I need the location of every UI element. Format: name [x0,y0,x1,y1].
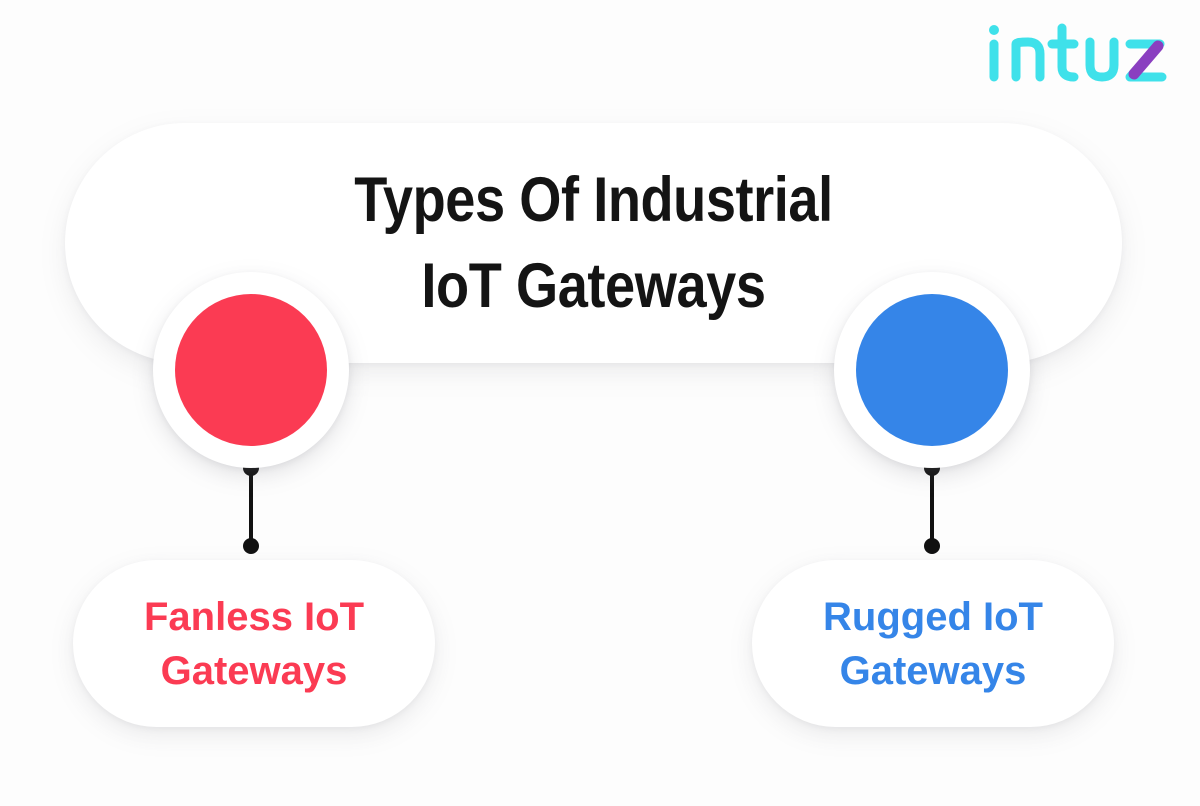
label-text-fanless: Fanless IoT Gateways [143,594,365,693]
connector-cap-bottom-icon [243,538,259,554]
connector-cap-bottom-icon [924,538,940,554]
page-title: Types Of Industrial IoT Gateways [354,165,833,321]
label-card-fanless[interactable]: Fanless IoT Gateways [73,560,435,727]
intuz-logo-accent-stroke [1128,40,1164,80]
node-fanless[interactable] [153,272,349,468]
connector-fanless [243,460,259,556]
connector-line [249,468,253,548]
node-marker-fanless [175,294,327,446]
connector-line [930,468,934,548]
intuz-logo [982,20,1172,88]
intuz-logo-dot [989,25,999,35]
label-text-rugged: Rugged IoT Gateways [823,594,1043,693]
node-marker-rugged [856,294,1008,446]
node-rugged[interactable] [834,272,1030,468]
label-card-rugged[interactable]: Rugged IoT Gateways [752,560,1114,727]
header-card: Types Of Industrial IoT Gateways [65,123,1122,363]
connector-rugged [924,460,940,556]
intuz-wordmark-icon [989,23,1167,82]
